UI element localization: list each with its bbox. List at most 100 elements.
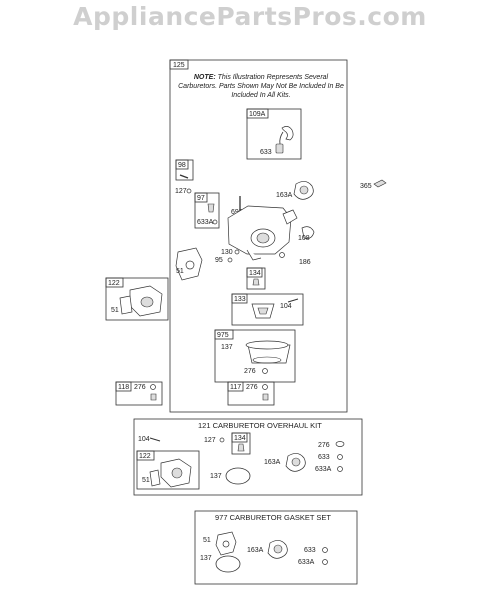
illustration-note: NOTE: This Illustration Represents Sever… — [176, 73, 346, 100]
kit121-label-163a: 163A — [264, 459, 281, 466]
washer-276-118-icon — [150, 384, 156, 390]
label-276-118: 276 — [134, 384, 146, 391]
label-130: 130 — [221, 249, 233, 256]
label-97: 97 — [197, 195, 205, 202]
solenoid-wire-icon — [281, 126, 294, 141]
label-122: 122 — [108, 280, 120, 287]
part-tag-134 — [246, 267, 263, 278]
note-text: This Illustration Represents Several Car… — [178, 74, 344, 99]
kit977-gasket-163a-hole — [273, 544, 283, 554]
label-186: 186 — [299, 259, 311, 266]
kit121-jet-134-icon — [237, 443, 245, 452]
float-133-inner — [257, 307, 269, 315]
kit121-label-276: 276 — [318, 442, 330, 449]
label-633a: 633A — [197, 219, 214, 226]
part-box-133 — [231, 293, 304, 326]
solenoid-body-icon — [275, 143, 284, 154]
kit121-washer-276-icon — [335, 441, 345, 447]
label-118: 118 — [118, 384, 129, 391]
part-tag-97 — [194, 192, 208, 203]
watermark: AppliancePartsPros.com — [73, 2, 427, 31]
screw-117-icon — [262, 393, 269, 401]
kit121-label-51: 51 — [142, 477, 150, 484]
carburetor-arm — [282, 209, 298, 225]
kit121-label-104: 104 — [138, 436, 150, 443]
kit-121-box — [133, 418, 363, 496]
gasket-51-main-hole — [185, 260, 195, 270]
kit121-label-127: 127 — [204, 437, 216, 444]
kit-121-title: 121 CARBURETOR OVERHAUL KIT — [198, 421, 322, 430]
kit977-ring-633-icon — [322, 547, 328, 553]
part-tag-122 — [105, 277, 124, 288]
kit121-gasket-163a-hole — [291, 457, 301, 467]
label-276-117: 276 — [246, 384, 258, 391]
part-95-icon — [227, 257, 233, 263]
kit977-gasket-51-hole — [222, 540, 230, 548]
kit977-ring-633a-icon — [322, 559, 328, 565]
kit-977-title: 977 CARBURETOR GASKET SET — [215, 513, 332, 522]
label-125: 125 — [173, 62, 185, 69]
label-127: 127 — [175, 188, 187, 195]
kit121-pin-104-icon — [149, 437, 161, 442]
label-95: 95 — [215, 257, 223, 264]
ring-633a-icon — [212, 219, 218, 225]
bowl-ring-icon — [252, 356, 282, 364]
part-186-icon — [279, 252, 285, 258]
label-365: 365 — [360, 183, 372, 190]
label-104: 104 — [280, 303, 292, 310]
part-box-118 — [115, 381, 163, 406]
label-163a: 163A — [276, 192, 293, 199]
part-130-icon — [234, 249, 240, 255]
kit121-part-tag-134 — [231, 432, 248, 443]
washer-276-117-icon — [262, 384, 268, 390]
pin-104-icon — [287, 298, 299, 303]
solenoid-lead-icon — [279, 131, 284, 145]
kit121-label-137: 137 — [210, 473, 222, 480]
kit121-part-box-122 — [136, 450, 200, 490]
lever-108-icon — [301, 226, 315, 239]
kit977-gasket-137-icon — [215, 555, 241, 573]
part-tag-133 — [231, 293, 248, 304]
carburetor-bore — [256, 232, 270, 244]
label-108: 108 — [298, 235, 310, 242]
part-box-117 — [227, 381, 275, 406]
label-98: 98 — [178, 162, 186, 169]
kit121-label-633a: 633A — [315, 466, 332, 473]
label-133: 133 — [234, 296, 246, 303]
label-975: 975 — [217, 332, 229, 339]
kit977-label-163a: 163A — [247, 547, 264, 554]
kit121-gasket-137-icon — [225, 467, 251, 485]
part-box-109a — [246, 108, 302, 160]
gasket-163a-hole — [299, 185, 309, 195]
kit121-label-134: 134 — [234, 435, 246, 442]
label-109a: 109A — [249, 111, 266, 118]
gasket-51-side-icon — [119, 295, 133, 315]
kit121-adapter-bore — [171, 467, 183, 479]
label-276-inner: 276 — [244, 368, 256, 375]
screw-icon — [179, 174, 189, 179]
kit121-ring-633a-icon — [337, 466, 343, 472]
main-assembly-tag — [169, 59, 189, 70]
kit121-gasket-51-icon — [149, 469, 161, 487]
kit977-label-137: 137 — [200, 555, 212, 562]
label-51-main: 51 — [176, 268, 184, 275]
label-117: 117 — [230, 384, 241, 391]
kit121-ring-633-icon — [337, 454, 343, 460]
needle-valve-icon — [207, 203, 215, 213]
main-assembly-box — [169, 59, 348, 413]
carburetor-fitting — [246, 249, 262, 261]
part-tag-109a — [246, 108, 269, 119]
kit977-label-633a: 633A — [298, 559, 315, 566]
part-tag-98 — [175, 159, 189, 170]
fitting-365-icon — [373, 179, 387, 188]
label-137: 137 — [221, 344, 233, 351]
kit-977-box — [194, 510, 358, 585]
kit977-label-51: 51 — [203, 537, 211, 544]
part-box-122 — [105, 277, 169, 321]
oring-127-icon — [186, 188, 192, 194]
label-134: 134 — [249, 270, 261, 277]
note-prefix: NOTE: — [193, 74, 216, 81]
kit121-oring-127-icon — [219, 437, 225, 443]
part-tag-118 — [115, 381, 132, 392]
